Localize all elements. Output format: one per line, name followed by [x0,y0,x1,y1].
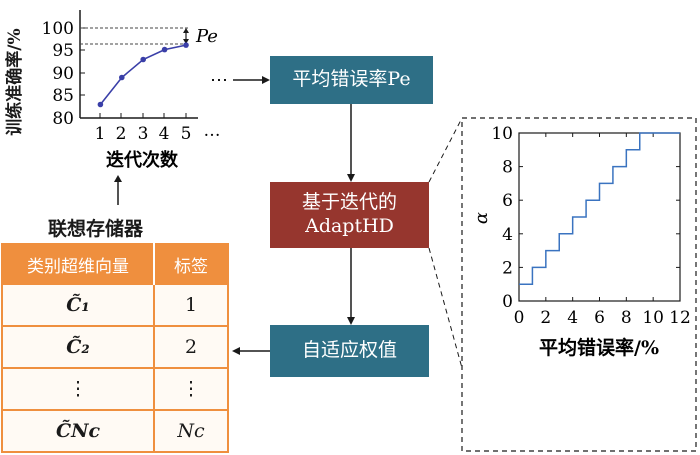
label-cell: Nc [153,409,229,453]
acc-x-ticks: 1 2 3 4 5 … [95,113,221,144]
alpha-xtick-label: 10 [642,308,664,328]
table-row: C̃₁ 1 [1,283,229,327]
pe-gap-arrow [183,28,189,44]
alpha-step-line [519,132,680,285]
col-header-vector: 类别超维向量 [2,244,155,284]
adapthd-line2: AdaptHD [305,215,394,237]
alpha-xtick-label: 2 [540,308,551,328]
alpha-xtick-label: 12 [669,308,691,328]
acc-x-label: 迭代次数 [106,149,179,171]
vector-cell: C̃₂ [1,325,155,369]
alpha-y-label: α [471,212,492,224]
avg-error-rate-box: 平均错误率Pe [270,56,433,104]
alpha-xtick-label: 6 [594,308,605,328]
acc-series [97,42,189,108]
acc-point [161,46,168,53]
acc-xtick: 5 [181,124,192,144]
zoom-connector-top [428,117,463,183]
alpha-xtick-label: 4 [567,308,578,328]
class-hypervector-table: 类别超维向量 标签 C̃₁ 1 C̃₂ 2 ⋮ ⋮ C̃Nc Nc [1,243,229,453]
acc-ytick: 85 [52,86,74,106]
acc-ytick: 90 [52,64,74,84]
assoc-memory-title: 联想存储器 [48,218,144,240]
alpha-xtick-label: 0 [514,308,525,328]
alpha-ytick-label: 6 [502,191,513,211]
zoom-connector-bottom [428,247,463,369]
label-cell: ⋮ [153,367,229,411]
adapthd-box: 基于迭代的 AdaptHD [270,182,429,248]
adapthd-line1: 基于迭代的 [301,191,397,214]
col-header-label: 标签 [154,244,228,284]
adaptive-weight-label: 自适应权值 [301,339,397,362]
acc-xtick: 1 [95,124,106,144]
acc-xtick: 4 [159,124,170,144]
acc-y-ticks: 100 95 90 85 80 [42,19,85,129]
alpha-ytick-label: 0 [502,292,513,312]
alpha-ytick-label: 8 [502,158,513,178]
acc-line [99,44,187,105]
table-row: C̃Nc Nc [1,409,229,453]
label-cell: 1 [153,283,229,327]
table-row: C̃₂ 2 [1,325,229,369]
acc-y-label: 训练准确率/% [4,28,25,135]
avg-error-rate-label: 平均错误率Pe [292,68,411,91]
alpha-x-label: 平均错误率/% [539,336,659,359]
alpha-ytick-label: 4 [502,225,513,245]
vector-cell: C̃Nc [1,409,155,453]
acc-xtick: 3 [138,124,149,144]
alpha-ytick-label: 2 [502,258,513,278]
alpha-chart-frame [461,117,697,452]
acc-point [183,42,189,48]
acc-xtick: 2 [116,124,127,144]
acc-point [119,74,125,81]
flow-ellipsis: ⋯ [210,70,228,91]
acc-ytick: 100 [42,19,74,39]
alpha-ytick-label: 10 [491,124,513,144]
pe-label: Pe [195,26,218,47]
alpha-xtick-label: 8 [621,308,632,328]
acc-point [97,101,104,108]
acc-ytick: 80 [52,109,74,129]
acc-ytick: 95 [52,41,74,61]
acc-point [140,56,146,63]
vector-cell: C̃₁ [1,283,155,327]
alpha-series [519,132,680,285]
vector-cell: ⋮ [1,367,155,411]
acc-xtick-more: … [204,121,221,141]
adaptive-weight-box: 自适应权值 [270,325,429,377]
label-cell: 2 [153,325,229,369]
alpha-plot-area [518,132,681,302]
table-row: ⋮ ⋮ [1,367,229,411]
